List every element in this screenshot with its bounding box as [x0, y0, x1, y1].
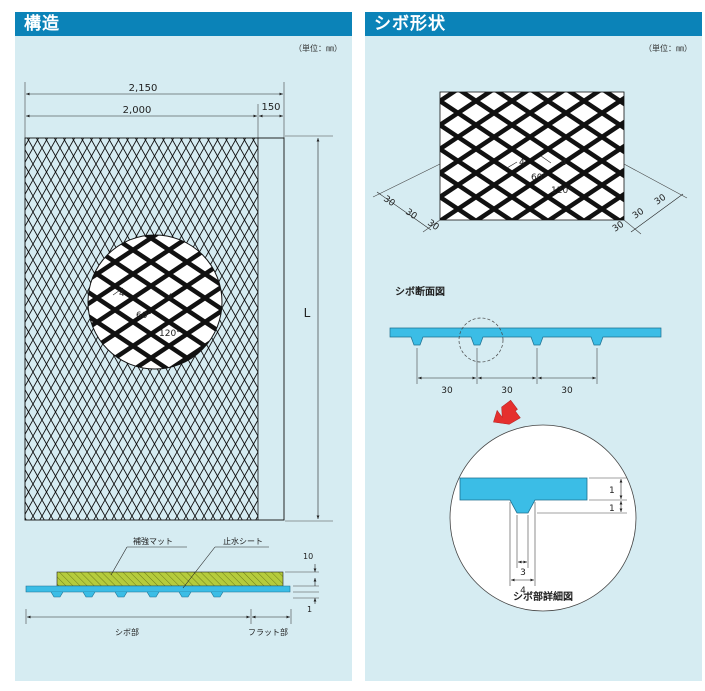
- detail-title: シボ部詳細図: [513, 590, 573, 603]
- shibo-shape-title: シボ形状: [374, 14, 446, 34]
- sheet-outline: [24, 137, 285, 521]
- section-30-a: 30: [441, 386, 453, 396]
- shape-angle-60: 60°: [531, 173, 547, 183]
- label-flat: フラット部: [248, 627, 288, 637]
- structure-title: 構造: [24, 14, 60, 34]
- structure-panel: 構造 （単位：㎜） 2,150 2,000 150: [15, 12, 352, 681]
- section-30-b: 30: [501, 386, 513, 396]
- shape-dim-a: 4: [519, 158, 525, 168]
- label-shibo: シボ部: [115, 627, 139, 637]
- dim-groove-1: 1: [307, 605, 312, 614]
- zoom-angle-60: 60°: [136, 311, 152, 321]
- shibo-shape-panel: シボ形状 （単位：㎜） 4 4 60° 120° 30 30 30: [365, 12, 702, 681]
- unit-note: （単位：㎜）: [294, 44, 342, 53]
- label-seal: 止水シート: [223, 536, 263, 546]
- shape-30-e: 30: [631, 207, 646, 222]
- section-30-c: 30: [561, 386, 573, 396]
- detail-circle: [449, 424, 637, 612]
- structure-diagram: 2,150 2,000 150 L 4 4 60° 120° 補強マット 止水シ…: [24, 82, 333, 637]
- shibo-shape-diagram: 4 4 60° 120° 30 30 30 30 30 30 シボ断面図 30 …: [372, 91, 688, 612]
- label-mat: 補強マット: [133, 536, 173, 546]
- detail-dim-4: 4: [520, 586, 526, 596]
- detail-dim-1a: 1: [609, 486, 615, 496]
- dim-total: 2,150: [129, 83, 158, 94]
- callout-arrow-icon: [493, 399, 521, 425]
- dim-flat: 150: [261, 102, 280, 113]
- dim-length: L: [304, 306, 311, 320]
- section-focus-circle: [458, 317, 504, 363]
- structure-header: 構造: [15, 12, 352, 36]
- dim-mat-10: 10: [303, 552, 313, 561]
- section-profile: [389, 327, 662, 346]
- shape-30-d: 30: [611, 220, 626, 235]
- shibo-shape-header: シボ形状: [365, 12, 702, 36]
- detail-dim-1b: 1: [609, 504, 615, 514]
- unit-note-right: （単位：㎜）: [644, 44, 692, 53]
- shape-30-f: 30: [653, 193, 668, 208]
- waterproof-sheet: [25, 585, 291, 593]
- reinforcement-mat: [56, 571, 284, 587]
- dim-main: 2,000: [123, 105, 152, 116]
- detail-profile: [459, 477, 588, 514]
- zoom-dim-b: 4: [167, 293, 173, 303]
- shape-dim-b: 4: [561, 158, 567, 168]
- section-title: シボ断面図: [395, 285, 445, 298]
- shape-angle-120: 120°: [551, 186, 573, 196]
- zoom-dim-a: 4: [119, 289, 125, 299]
- detail-dim-3: 3: [520, 568, 526, 578]
- zoom-angle-120: 120°: [159, 329, 181, 339]
- shape-30-c: 30: [425, 218, 440, 233]
